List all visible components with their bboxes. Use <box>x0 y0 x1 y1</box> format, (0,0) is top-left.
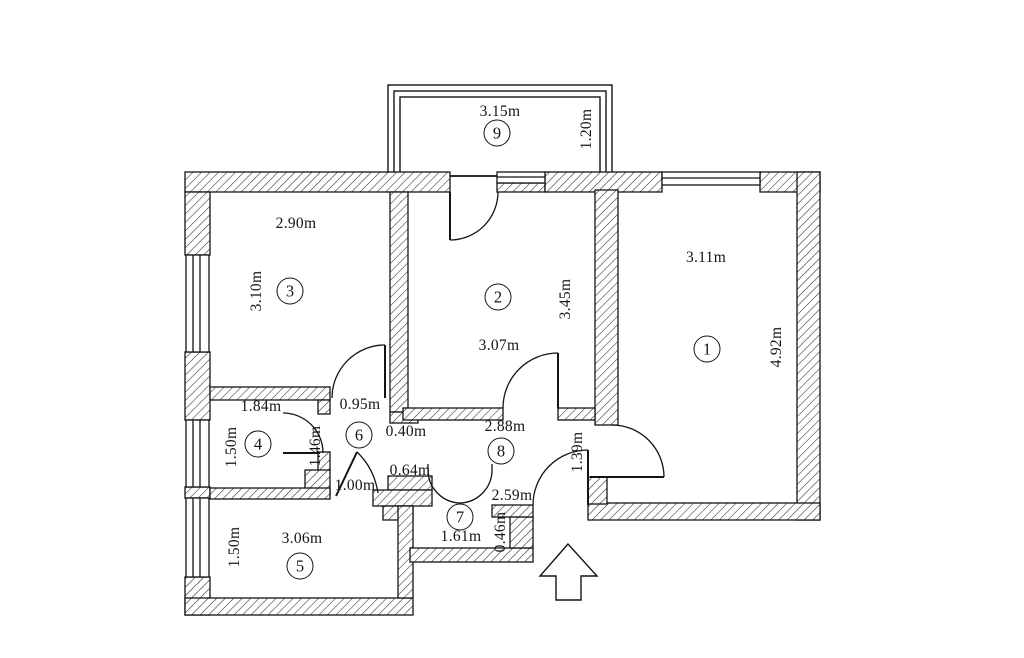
dimension-label: 0.95m <box>339 396 381 413</box>
window-room3 <box>185 254 210 353</box>
window-room1 <box>661 171 761 186</box>
wall-segment <box>184 597 414 616</box>
dimension-label: 1.20m <box>578 108 595 150</box>
room-number-badge: 9 <box>483 119 511 147</box>
wall-segment <box>587 502 821 521</box>
dimension-label: 3.11m <box>685 249 727 266</box>
dimension-label: 0.64m <box>389 462 431 479</box>
entrance-arrow <box>538 542 599 601</box>
dimension-label: 1.39m <box>569 431 586 473</box>
wall-segment <box>209 487 331 500</box>
wall-segment <box>409 547 534 563</box>
wall-segment <box>491 504 534 518</box>
dimension-label: 1.84m <box>240 398 282 415</box>
dimension-label: 3.45m <box>557 278 574 320</box>
door-balcony <box>449 191 499 241</box>
dimension-label: 1.50m <box>226 526 243 568</box>
wall-segment <box>209 386 331 401</box>
room-number-badge: 7 <box>446 503 474 531</box>
window-room5 <box>185 497 210 578</box>
room-number-badge: 2 <box>484 283 512 311</box>
dimension-label: 2.90m <box>275 215 317 232</box>
door-hall <box>335 451 379 497</box>
dimension-label: 0.46m <box>492 511 509 553</box>
dimension-label: 0.40m <box>385 423 427 440</box>
dimension-label: 2.59m <box>491 487 533 504</box>
dimension-label: 2.88m <box>484 418 526 435</box>
door-room7-bifold <box>427 464 493 504</box>
window-balcony <box>496 171 546 184</box>
room-number-badge: 1 <box>693 335 721 363</box>
dimension-label: 1.00m <box>334 477 376 494</box>
door-room4 <box>282 412 324 454</box>
room-number-badge: 5 <box>286 552 314 580</box>
wall-segment <box>184 171 451 193</box>
wall-segment <box>184 191 211 256</box>
windows-layer <box>185 171 761 578</box>
wall-segment <box>402 407 504 421</box>
door-entrance <box>532 449 589 506</box>
dimension-label: 3.10m <box>248 270 265 312</box>
door-room2 <box>502 352 559 409</box>
door-room3 <box>331 344 386 399</box>
dimension-label: 1.61m <box>440 528 482 545</box>
dimension-label: 3.15m <box>479 103 521 120</box>
wall-segment <box>317 399 331 415</box>
dimension-label: 1.46m <box>307 425 324 467</box>
room-number-badge: 6 <box>345 421 373 449</box>
dimension-label: 4.92m <box>768 326 785 368</box>
wall-segment <box>557 407 596 421</box>
dimension-label: 3.06m <box>281 530 323 547</box>
window-room4 <box>185 419 210 488</box>
doors-layer <box>282 191 665 506</box>
dimension-label: 1.50m <box>223 426 240 468</box>
room-number-badge: 4 <box>244 430 272 458</box>
room-number-badge: 3 <box>276 277 304 305</box>
wall-segment <box>594 189 619 426</box>
dimension-label: 3.07m <box>478 337 520 354</box>
room-number-badge: 8 <box>487 437 515 465</box>
door-room1 <box>590 424 665 478</box>
